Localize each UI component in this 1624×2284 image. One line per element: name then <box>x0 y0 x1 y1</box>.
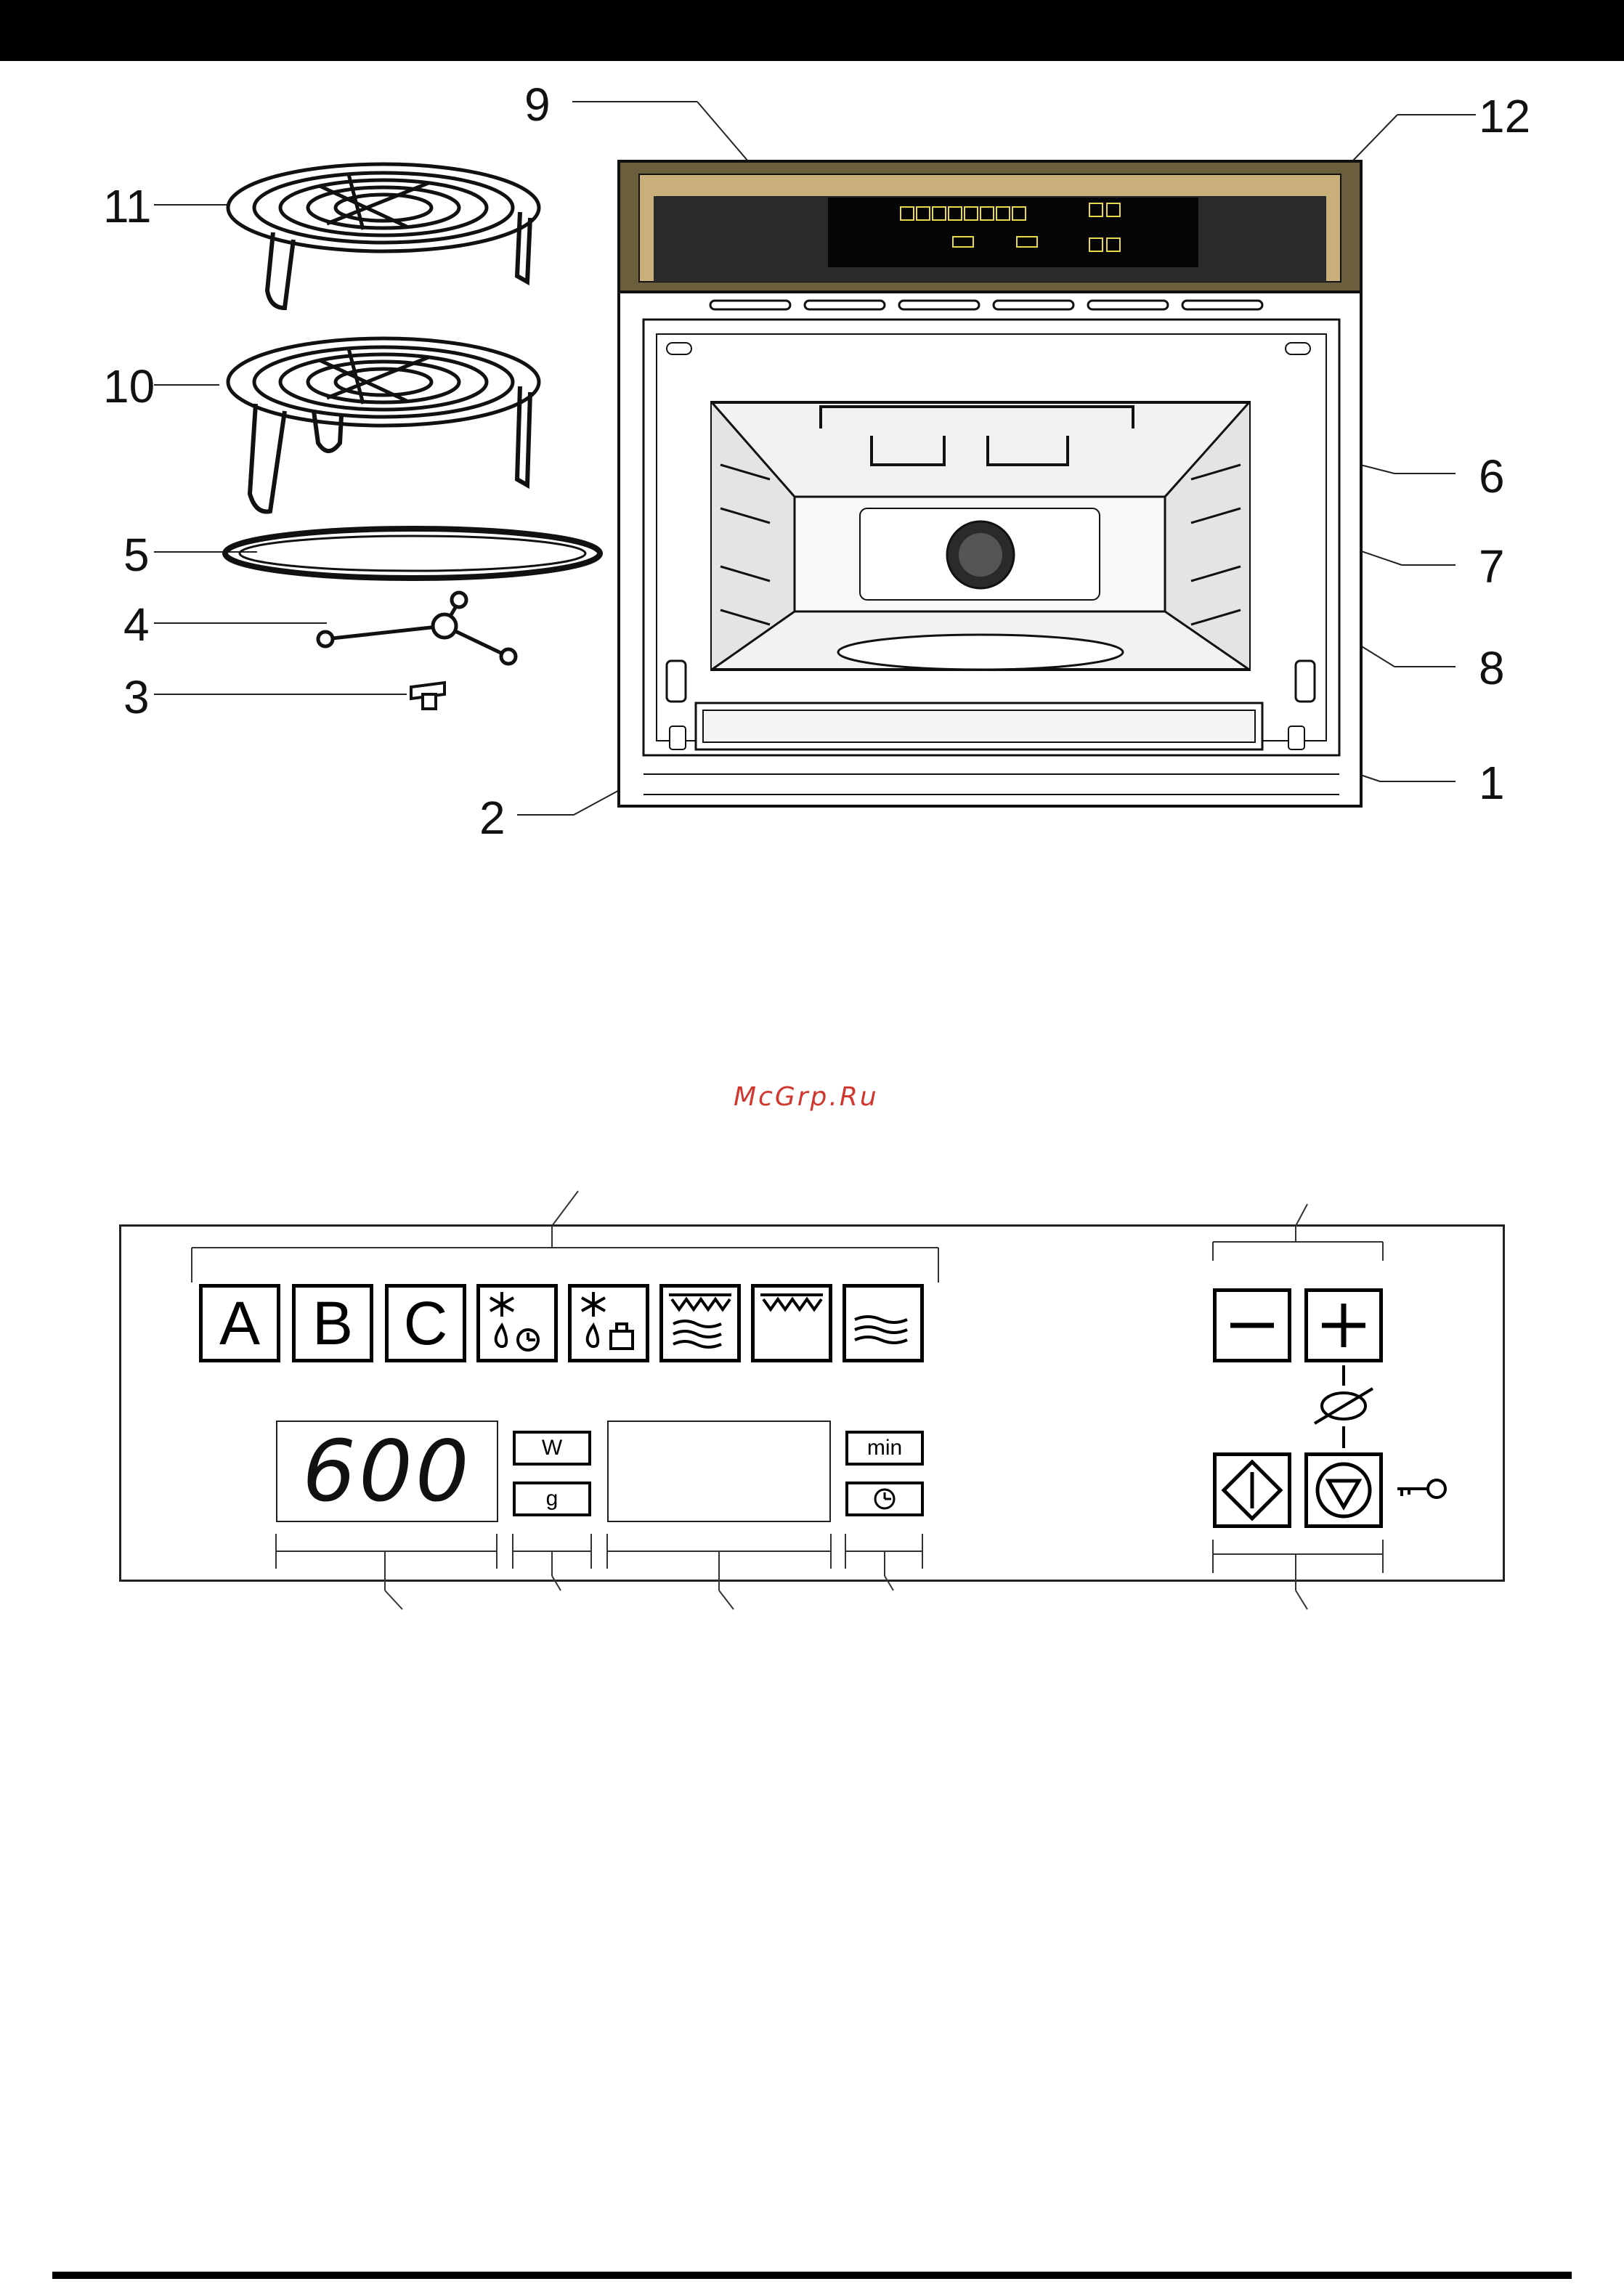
footer-rule <box>52 2272 1572 2279</box>
child-lock-key-icon <box>0 0 1624 1641</box>
